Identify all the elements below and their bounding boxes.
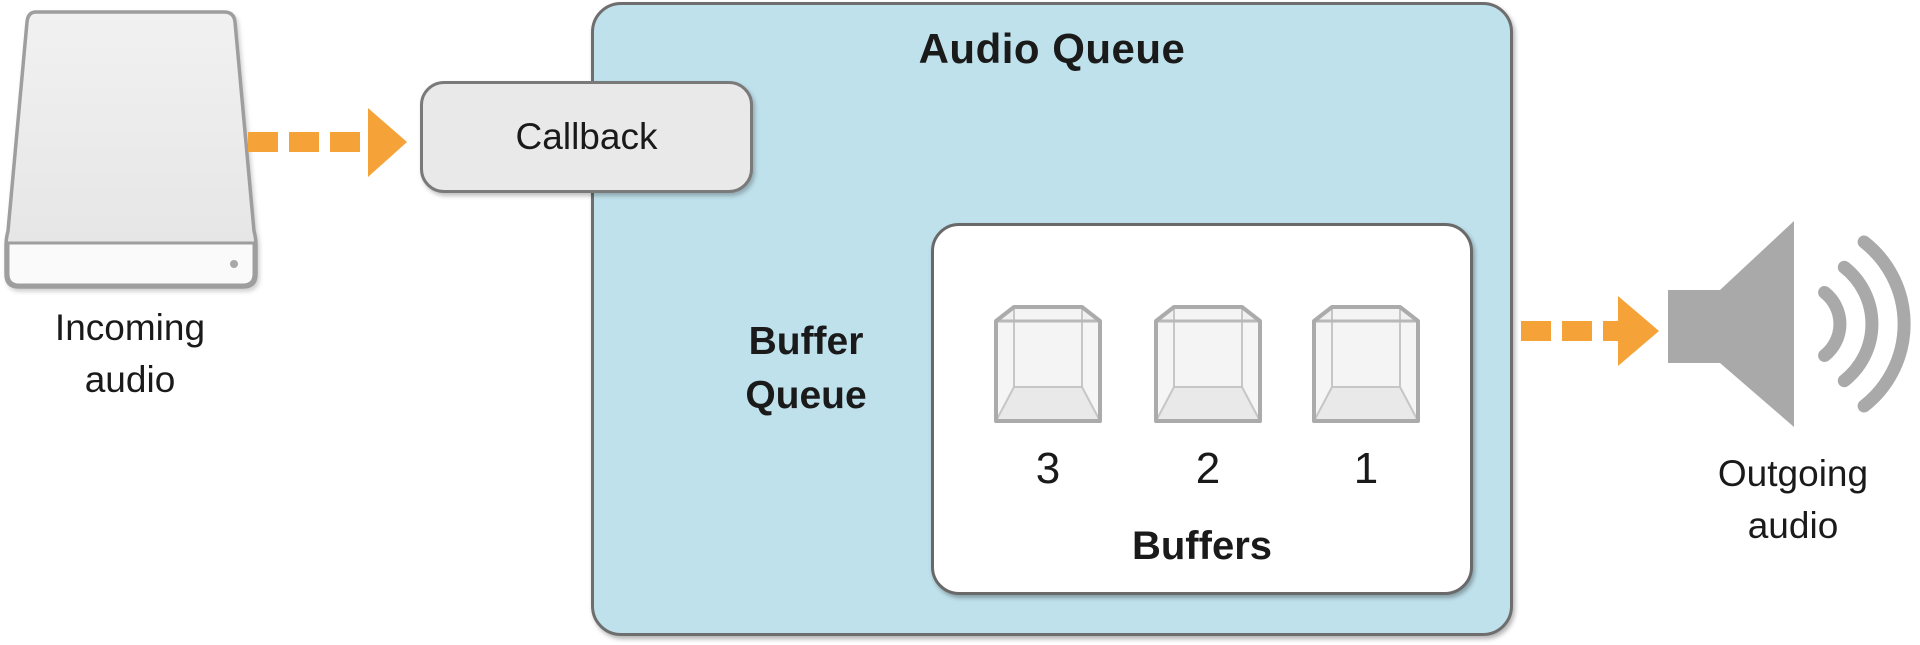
buffer-cube-icon [1154, 305, 1262, 423]
incoming-audio-label: Incoming audio [10, 302, 250, 406]
outgoing-audio-label-line2: audio [1747, 505, 1839, 546]
buffer-item: 1 [1311, 304, 1421, 491]
incoming-audio-label-line1: Incoming [54, 307, 206, 348]
buffer-number: 2 [1195, 444, 1221, 493]
audio-queue-box: Audio Queue Buffer Queue 3 [591, 2, 1513, 636]
incoming-audio-device-icon [4, 10, 258, 289]
buffer-queue-label-line1: Buffer [748, 320, 864, 363]
buffer-cube-icon [994, 305, 1102, 423]
arrow-incoming-to-callback-icon [248, 108, 407, 177]
callback-box: Callback [420, 81, 753, 193]
buffer-number: 3 [1035, 444, 1061, 493]
outgoing-audio-label: Outgoing audio [1668, 448, 1918, 552]
buffer-queue-label-line2: Queue [745, 374, 867, 417]
buffer-item: 3 [993, 304, 1103, 491]
sound-waves-icon [1818, 235, 1911, 413]
incoming-audio-label-line2: audio [84, 359, 176, 400]
callback-label: Callback [515, 116, 658, 157]
buffers-title: Buffers [1131, 524, 1273, 568]
device-led [230, 260, 238, 268]
speaker-icon [1668, 221, 1911, 427]
buffer-item: 2 [1153, 304, 1263, 491]
audio-queue-title: Audio Queue [918, 25, 1186, 72]
buffer-queue-label: Buffer Queue [631, 315, 981, 423]
outgoing-audio-label-line1: Outgoing [1717, 453, 1869, 494]
buffer-cube-icon [1312, 305, 1420, 423]
arrow-queue-to-speaker-icon [1521, 296, 1659, 366]
buffers-box: 3 2 [931, 223, 1473, 595]
buffer-number: 1 [1353, 444, 1379, 493]
